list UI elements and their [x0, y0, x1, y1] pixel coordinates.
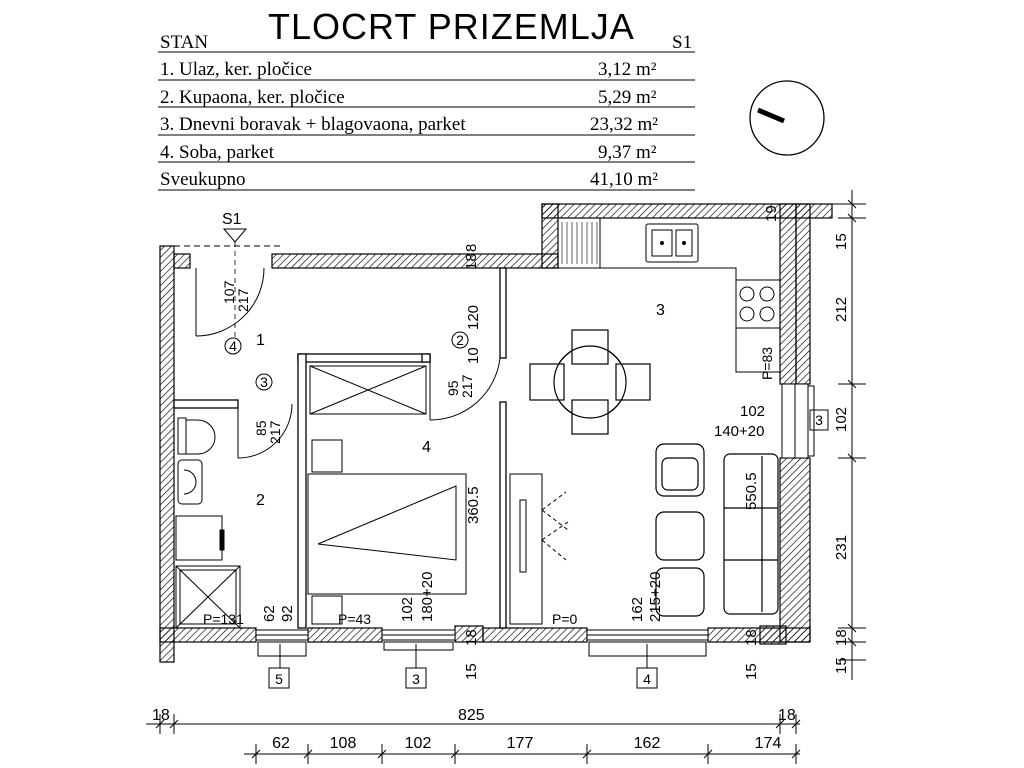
bottom-total-dimension: [146, 714, 801, 734]
dim-label: 212: [833, 297, 850, 322]
dim-label: 18: [463, 629, 480, 646]
dim-label: 92: [279, 605, 296, 622]
dim-label: 217: [235, 288, 251, 312]
section-marker: [222, 228, 248, 340]
schedule-row-label: 2. Kupaona, ker. pločice: [160, 87, 345, 108]
north-arrow-icon: [749, 80, 825, 156]
bottom-chain-dimension: [244, 744, 801, 764]
exterior-walls: [159, 203, 833, 663]
sill-label: P=131: [203, 611, 244, 627]
schedule-rules: [158, 51, 695, 191]
dim-label: 8: [463, 244, 480, 252]
dim-label: 95: [445, 380, 461, 396]
dim-label: 108: [330, 735, 357, 752]
dim-label: 18: [463, 253, 480, 270]
dim-label: 18: [743, 629, 760, 646]
doors: [174, 245, 501, 459]
right-dimension-chain: [810, 190, 866, 680]
dim-label: 102: [740, 403, 765, 420]
dim-label: 10: [465, 347, 482, 364]
schedule-total-area: 41,10 m²: [590, 169, 658, 190]
dim-label: 102: [399, 597, 416, 622]
dining-table: [529, 329, 651, 435]
dim-label: 174: [755, 735, 782, 752]
window-tag-right: 3: [815, 412, 823, 428]
dim-label: 102: [405, 735, 432, 752]
bedroom-furniture: [307, 365, 467, 625]
schedule-header-left: STAN: [160, 32, 209, 53]
dim-label: 85: [253, 420, 269, 436]
dim-label: 217: [459, 374, 475, 398]
schedule-total-label: Sveukupno: [160, 169, 246, 190]
room-labels: 1 2 3 4: [256, 302, 665, 509]
dim-label: 217: [267, 420, 283, 444]
dim-label: 15: [743, 663, 760, 680]
dim-label: 62: [261, 605, 278, 622]
room-2-label: 2: [256, 492, 265, 509]
section-marker-label: S1: [222, 211, 242, 228]
window-tags: [268, 409, 829, 689]
room-4-label: 4: [422, 439, 431, 456]
bathroom-fixtures: [175, 417, 241, 629]
door-tag-4: 4: [229, 338, 237, 354]
dim-label: 140+20: [714, 423, 764, 440]
schedule-header-right: S1: [672, 32, 693, 53]
schedule-row-label: 4. Soba, parket: [160, 142, 274, 163]
sill-label: P=43: [338, 611, 371, 627]
schedule-row-label: 1. Ulaz, ker. pločice: [160, 59, 312, 80]
door-tag-2: 2: [456, 332, 464, 348]
dim-label: 15: [463, 663, 480, 680]
internal-dimensions: 120 10 360.5 550.5 102 140+20 62 92 102 …: [261, 205, 780, 680]
dim-label: 18: [778, 707, 796, 724]
living-furniture: [655, 443, 779, 617]
tv-unit: [509, 473, 569, 625]
dim-label: 177: [507, 735, 534, 752]
window-tag-bottom-3: 4: [643, 671, 651, 687]
dim-label: 120: [465, 305, 482, 330]
dim-label: 825: [458, 707, 485, 724]
dim-label: 360.5: [465, 486, 482, 524]
room-3-label: 3: [656, 302, 665, 319]
dim-label: 162: [629, 597, 646, 622]
dim-label: 15: [833, 233, 850, 250]
sill-label: P=0: [552, 611, 578, 627]
dim-label: 19: [763, 205, 780, 222]
dim-label: 231: [833, 535, 850, 560]
window-tag-bottom-2: 3: [412, 671, 420, 687]
room-1-label: 1: [256, 332, 265, 349]
door-dimensions: 107 217 85 217 95 217: [221, 280, 475, 444]
dim-label: 102: [833, 407, 850, 432]
schedule-row-label: 3. Dnevni boravak + blagovaona, parket: [160, 114, 466, 135]
door-tags: 4 3 2: [224, 331, 469, 391]
dim-label: 215+20: [647, 572, 664, 622]
schedule-row-area: 23,32 m²: [590, 114, 658, 135]
schedule-row-area: 5,29 m²: [598, 87, 657, 108]
dim-label: 62: [272, 735, 290, 752]
door-tag-3: 3: [260, 374, 268, 390]
schedule-row-area: 3,12 m²: [598, 59, 657, 80]
interior-walls: [173, 267, 507, 629]
dim-label: 18: [833, 629, 850, 646]
sill-label: P=83: [759, 347, 775, 380]
right-dimension-labels: 15 212 102 231 18 15: [833, 233, 850, 674]
dim-label: 162: [634, 735, 661, 752]
plan-title: TLOCRT PRIZEMLJA: [268, 6, 635, 47]
dim-label: 18: [152, 707, 170, 724]
sill-labels: P=131 P=43 P=0 P=83: [203, 347, 775, 627]
dim-label: 107: [221, 280, 237, 304]
schedule-row-area: 9,37 m²: [598, 142, 657, 163]
dim-label: 550.5: [743, 472, 760, 510]
window-tag-bottom-1: 5: [275, 671, 283, 687]
dim-label: 180+20: [419, 572, 436, 622]
kitchen: [558, 217, 781, 373]
dim-label: 15: [833, 657, 850, 674]
